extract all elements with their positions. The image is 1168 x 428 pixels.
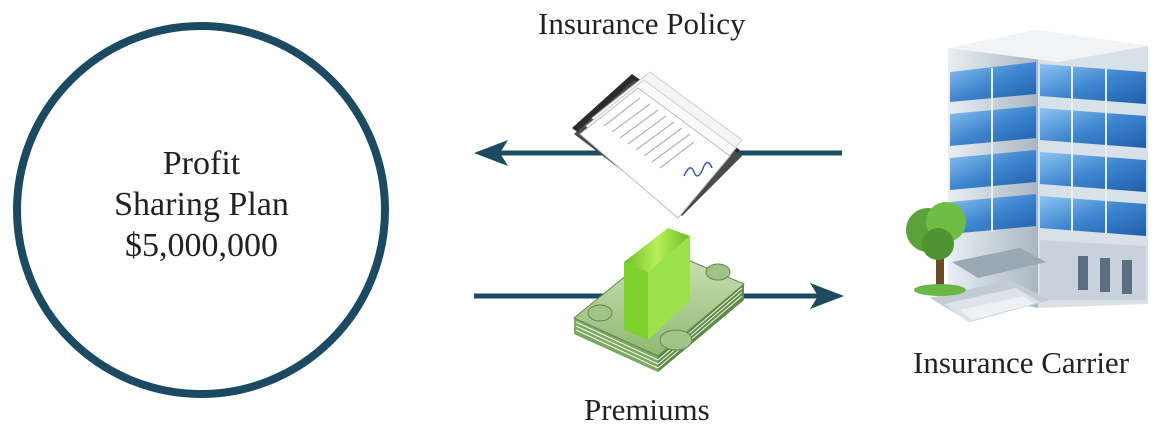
insurance-carrier-label: Insurance Carrier [913, 345, 1130, 380]
premiums-label: Premiums [584, 392, 710, 427]
plan-amount: $5,000,000 [125, 227, 278, 264]
money-stack-icon [573, 228, 745, 372]
plan-label: Profit Sharing Plan $5,000,000 [20, 143, 383, 266]
plan-title-line-2: Sharing Plan [114, 186, 289, 223]
plan-title-line-1: Profit [162, 145, 241, 182]
plan-circle [13, 22, 389, 398]
office-building-icon [906, 30, 1148, 322]
document-folder-icon [572, 71, 743, 219]
insurance-policy-label: Insurance Policy [538, 6, 746, 41]
